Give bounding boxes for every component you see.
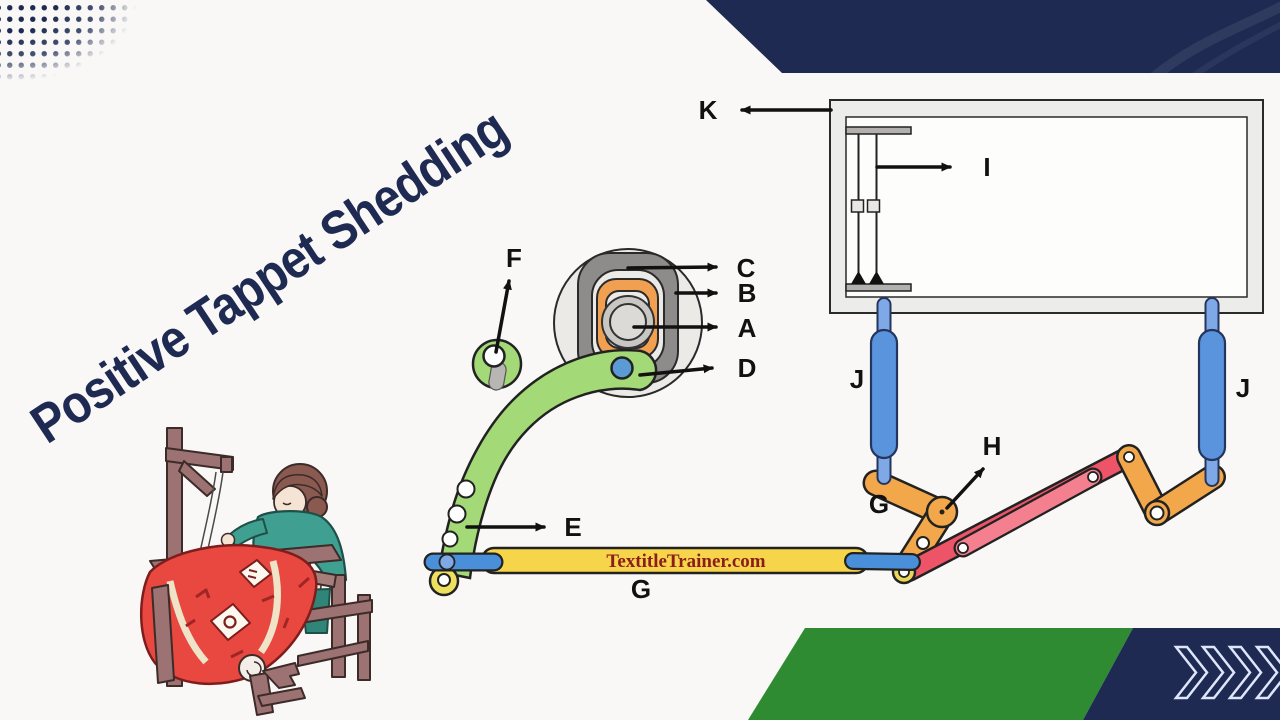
link-pin-hole — [1123, 451, 1135, 463]
part-label-d: D — [738, 353, 757, 383]
part-label-h: H — [983, 431, 1002, 461]
red-cloth — [139, 544, 318, 686]
annotations: C B A D E F G G H I J J K — [465, 95, 1250, 604]
right-j-link — [1197, 297, 1227, 487]
short-red-link — [953, 467, 1103, 558]
corner-decorations — [706, 0, 1280, 720]
part-label-e: E — [564, 512, 581, 542]
bottom-green-band — [748, 628, 1133, 720]
heald-foot — [851, 271, 866, 284]
lever-pivot-hole — [482, 344, 506, 368]
right-blue-pin — [844, 552, 921, 571]
crank-arm-hole — [916, 536, 930, 550]
watermark: TextitleTrainer.com — [606, 551, 765, 572]
heald-foot — [869, 271, 884, 284]
cloth-pattern — [166, 559, 311, 665]
heald-eye — [866, 199, 881, 213]
part-label-g-bottom: G — [631, 574, 651, 604]
leaf-decoration — [1188, 21, 1280, 81]
linkage-assembly — [844, 297, 1227, 585]
anti-friction-bowl-roller — [610, 356, 634, 380]
lever-hole — [441, 530, 459, 548]
part-label-j-right: J — [1236, 373, 1250, 403]
hair-fringe — [272, 473, 323, 500]
loom-legs — [151, 584, 306, 716]
left-j-link — [869, 297, 899, 485]
left-blue-pin — [423, 552, 504, 572]
lever-end-hole — [437, 573, 451, 587]
frame-inner — [845, 116, 1248, 298]
lever-hole — [456, 479, 476, 499]
top-right-navy-band — [706, 0, 1280, 73]
label-h-arrow — [945, 467, 985, 510]
leaf-decoration — [1146, 1, 1280, 84]
label-d-arrow — [638, 364, 714, 377]
right-joint-hole — [1149, 505, 1165, 521]
heald-shaft — [845, 126, 912, 292]
heald-bottom-bar — [845, 283, 912, 292]
label-c-arrow — [626, 262, 718, 272]
part-label-j-left: J — [850, 364, 864, 394]
part-label-i: I — [983, 152, 990, 182]
weaver-illustration — [139, 427, 373, 716]
chevron-arrows-icon — [1173, 645, 1280, 700]
link-pin-hole — [1087, 471, 1099, 483]
pivot-center-dot — [939, 509, 945, 515]
part-label-a: A — [738, 313, 757, 343]
label-f-arrow — [494, 279, 512, 354]
lever-hole — [447, 504, 467, 524]
part-label-c: C — [737, 253, 756, 283]
heald-frame-assembly — [829, 99, 1264, 314]
heald-top-bar — [845, 126, 912, 135]
part-label-g-link: G — [869, 489, 889, 519]
halftone-dots-decoration — [0, 0, 190, 115]
heald-eye — [850, 199, 865, 213]
smile — [282, 502, 292, 506]
bottom-bar-assembly: TextitleTrainer.com — [423, 546, 870, 575]
link-pin-hole — [957, 542, 969, 554]
lever-arm — [437, 348, 658, 580]
part-label-f: F — [506, 243, 522, 273]
part-label-b: B — [738, 278, 757, 308]
cam-shaft — [609, 303, 647, 341]
part-label-k: K — [699, 95, 718, 125]
